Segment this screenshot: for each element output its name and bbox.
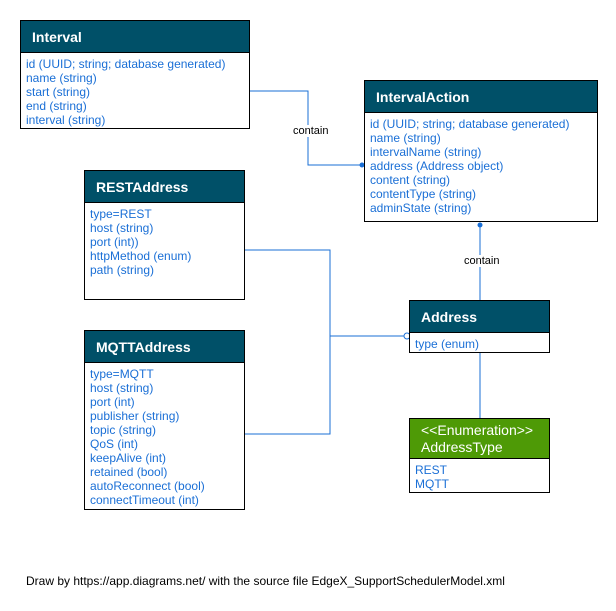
attribute: host (string) bbox=[90, 381, 154, 395]
attribute: adminState (string) bbox=[370, 201, 472, 215]
interval-action-endpoint-dot bbox=[359, 162, 365, 168]
class-rest-address-title: RESTAddress bbox=[85, 171, 244, 203]
attribute: host (string) bbox=[90, 221, 154, 235]
rest-address-connector bbox=[244, 249, 405, 337]
attribute: type=REST bbox=[90, 207, 152, 221]
class-interval[interactable]: Interval id (UUID; string; database gene… bbox=[20, 20, 250, 129]
class-interval-action-attributes: id (UUID; string; database generated) na… bbox=[365, 113, 597, 219]
attribute: id (UUID; string; database generated) bbox=[26, 57, 226, 71]
action-address-edge-label: contain bbox=[463, 255, 501, 267]
enum-value: MQTT bbox=[415, 477, 449, 491]
class-mqtt-address-title: MQTTAddress bbox=[85, 331, 244, 363]
attribute: name (string) bbox=[370, 131, 441, 145]
class-interval-title: Interval bbox=[21, 21, 249, 53]
enum-value: REST bbox=[415, 463, 448, 477]
mqtt-address-connector bbox=[244, 336, 331, 435]
attribute: topic (string) bbox=[90, 423, 157, 437]
attribute: publisher (string) bbox=[90, 409, 180, 423]
attribute: content (string) bbox=[370, 173, 451, 187]
attribute: port (int) bbox=[90, 395, 135, 409]
attribute: type=MQTT bbox=[90, 367, 154, 381]
footer-credit: Draw by https://app.diagrams.net/ with t… bbox=[26, 574, 505, 588]
attribute: keepAlive (int) bbox=[90, 451, 167, 465]
attribute: path (string) bbox=[90, 263, 155, 277]
action-address-endpoint-dot bbox=[477, 222, 483, 228]
enum-address-type-header: <<Enumeration>> AddressType bbox=[410, 419, 549, 459]
class-address-title: Address bbox=[410, 301, 549, 333]
attribute: id (UUID; string; database generated) bbox=[370, 117, 570, 131]
enum-address-type[interactable]: <<Enumeration>> AddressType REST MQTT bbox=[409, 418, 550, 493]
attribute: name (string) bbox=[26, 71, 97, 85]
attribute: port (int)) bbox=[90, 235, 139, 249]
attribute: address (Address object) bbox=[370, 159, 504, 173]
enum-stereotype: <<Enumeration>> bbox=[421, 422, 534, 438]
attribute: start (string) bbox=[26, 85, 91, 99]
class-rest-address[interactable]: RESTAddress type=REST host (string) port… bbox=[84, 170, 245, 300]
class-address[interactable]: Address type (enum) bbox=[409, 300, 550, 353]
attribute: contentType (string) bbox=[370, 187, 477, 201]
class-interval-action-title: IntervalAction bbox=[365, 81, 597, 113]
class-address-attributes: type (enum) bbox=[410, 333, 549, 355]
interval-action-edge-label: contain bbox=[292, 125, 330, 137]
attribute: retained (bool) bbox=[90, 465, 168, 479]
enum-address-type-values: REST MQTT bbox=[410, 459, 549, 495]
attribute: end (string) bbox=[26, 99, 87, 113]
class-mqtt-address-attributes: type=MQTT host (string) port (int) publi… bbox=[85, 363, 244, 511]
attribute: interval (string) bbox=[26, 113, 106, 127]
enum-address-type-title: AddressType bbox=[421, 439, 503, 455]
class-mqtt-address[interactable]: MQTTAddress type=MQTT host (string) port… bbox=[84, 330, 245, 510]
attribute: type (enum) bbox=[415, 337, 480, 351]
attribute: connectTimeout (int) bbox=[90, 493, 199, 507]
attribute: QoS (int) bbox=[90, 437, 139, 451]
class-rest-address-attributes: type=REST host (string) port (int)) http… bbox=[85, 203, 244, 281]
attribute: intervalName (string) bbox=[370, 145, 482, 159]
attribute: autoReconnect (bool) bbox=[90, 479, 205, 493]
class-interval-attributes: id (UUID; string; database generated) na… bbox=[21, 53, 249, 131]
attribute: httpMethod (enum) bbox=[90, 249, 192, 263]
class-interval-action[interactable]: IntervalAction id (UUID; string; databas… bbox=[364, 80, 598, 222]
